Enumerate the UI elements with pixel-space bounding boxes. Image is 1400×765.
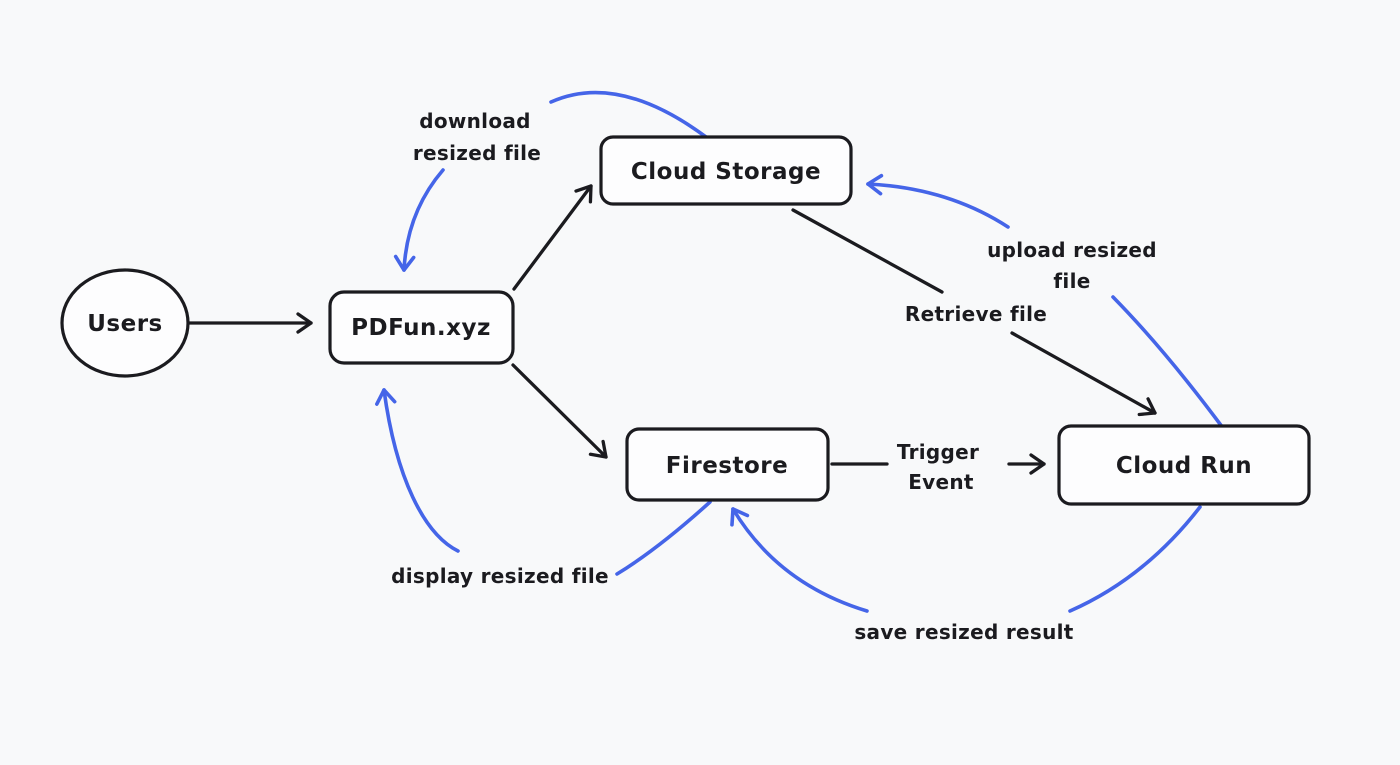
download-resized-file-label-line1[interactable]: download [419, 109, 531, 133]
edge-display-resized-file-segment-2[interactable] [375, 388, 460, 553]
edge-display-resized-file-segment-1[interactable] [615, 500, 712, 576]
edge-save-resized-result-segment-1[interactable] [1068, 505, 1202, 613]
pdfun-node[interactable]: PDFun.xyz [328, 290, 515, 365]
edge-save-resized-result-segment-2[interactable] [730, 507, 869, 613]
retrieve-file-label[interactable]: Retrieve file [905, 302, 1047, 326]
cloud-storage-node[interactable]: Cloud Storage [599, 135, 853, 206]
nodes: Users PDFun.xyz Cloud Storage Firestore … [60, 135, 1311, 506]
edge-retrieve-file-segment-1[interactable] [791, 208, 944, 294]
edge-pdfun-to-firestore[interactable] [511, 363, 608, 459]
cloud-run-label: Cloud Run [1116, 453, 1252, 479]
trigger-event-label-line2[interactable]: Event [908, 470, 974, 494]
pdfun-label: PDFun.xyz [351, 315, 491, 341]
firestore-node[interactable]: Firestore [625, 427, 830, 502]
edge-upload-resized-file-segment-2[interactable] [866, 173, 1010, 229]
save-resized-result-label[interactable]: save resized result [854, 620, 1073, 644]
edge-retrieve-file-segment-2[interactable] [1010, 331, 1157, 417]
pdfun-rect[interactable] [328, 290, 515, 365]
download-resized-file-label-line2[interactable]: resized file [413, 141, 541, 165]
firestore-rect[interactable] [625, 427, 830, 502]
edge-upload-resized-file-segment-1[interactable] [1111, 295, 1225, 430]
firestore-label: Firestore [666, 453, 788, 479]
cloud-run-node[interactable]: Cloud Run [1057, 424, 1311, 506]
users-ellipse[interactable] [60, 268, 190, 378]
users-node[interactable]: Users [60, 268, 190, 378]
black-edges [187, 184, 1157, 475]
cloud-run-rect[interactable] [1057, 424, 1311, 506]
upload-resized-file-label-line2[interactable]: file [1053, 269, 1090, 293]
users-label: Users [87, 311, 163, 337]
cloud-storage-label: Cloud Storage [631, 159, 821, 185]
edge-download-resized-file-segment-2[interactable] [393, 168, 445, 272]
edge-download-resized-file-segment-1[interactable] [549, 90, 708, 139]
upload-resized-file-label-line1[interactable]: upload resized [987, 238, 1157, 262]
cloud-storage-rect[interactable] [599, 135, 853, 206]
edge-pdfun-to-cloud-storage[interactable] [512, 184, 593, 291]
trigger-event-label-line1[interactable]: Trigger [897, 440, 979, 464]
edge-labels: download resized file upload resized fil… [391, 109, 1157, 644]
blue-edges [375, 90, 1225, 613]
display-resized-file-label[interactable]: display resized file [391, 564, 609, 588]
